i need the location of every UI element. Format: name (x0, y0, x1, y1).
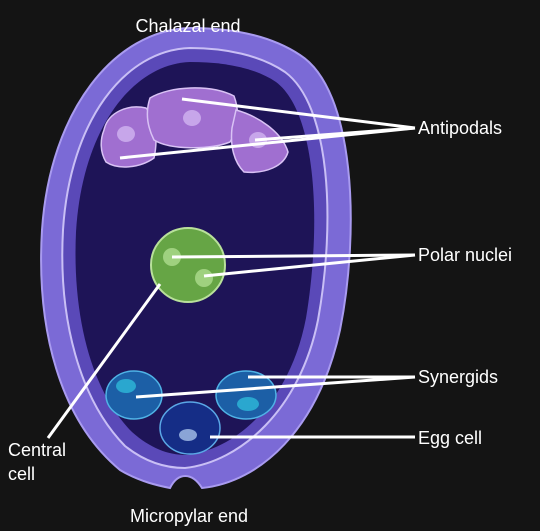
polar-nuclei-leader-2 (203, 253, 416, 278)
leader-lines (46, 97, 416, 439)
central-cell-body (150, 227, 226, 303)
synergid-left-nucleus (116, 379, 136, 393)
label-antipodals: Antipodals (418, 118, 502, 138)
polar-nuclei-leader-1 (171, 253, 416, 259)
label-polar-nuclei: Polar nuclei (418, 245, 512, 265)
antipodals-leader-3 (254, 126, 416, 142)
label-central-cell-line1: Central (8, 440, 66, 460)
synergid-right (215, 370, 277, 420)
polar-nucleus-top (163, 248, 181, 266)
antipodal-nucleus-center (183, 110, 201, 126)
label-micropylar-end: Micropylar end (130, 506, 248, 526)
label-egg-cell: Egg cell (418, 428, 482, 448)
synergids-leader-1 (135, 375, 416, 399)
label-synergids: Synergids (418, 367, 498, 387)
synergid-right-nucleus (237, 397, 259, 411)
antipodals-leader-1 (181, 97, 416, 130)
egg-cell-body (159, 401, 221, 455)
antipodal-nucleus-left (117, 126, 135, 142)
egg-cell (159, 401, 221, 455)
central-cell-leader (46, 283, 162, 439)
synergid-cells (105, 370, 277, 420)
label-chalazal-end: Chalazal end (135, 16, 240, 36)
polar-nucleus-bottom (195, 269, 213, 287)
egg-cell-nucleus (179, 429, 197, 441)
central-cell (150, 227, 226, 303)
label-central-cell-line2: cell (8, 464, 35, 484)
